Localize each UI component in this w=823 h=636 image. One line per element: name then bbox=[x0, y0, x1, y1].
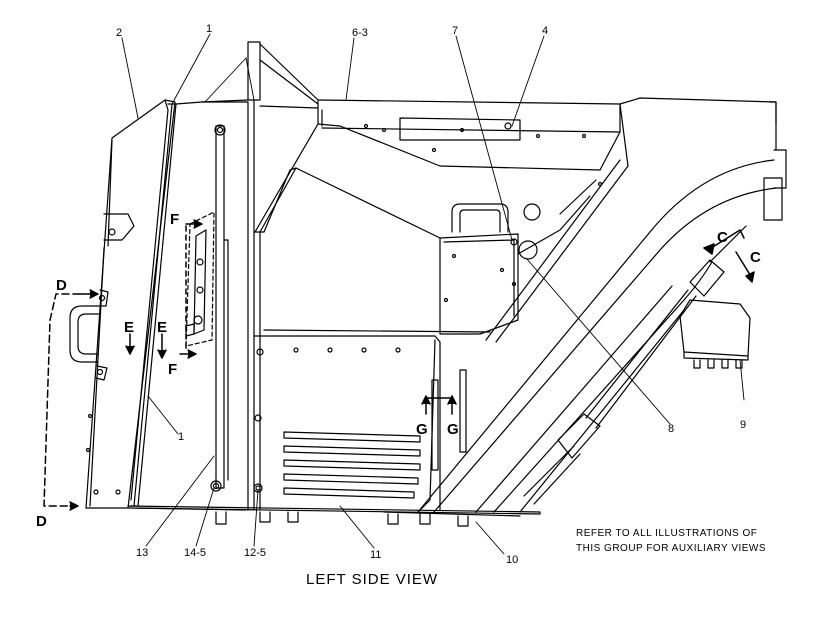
component-box-9 bbox=[679, 299, 751, 369]
cab-frame bbox=[127, 41, 541, 515]
hinge-bracket bbox=[185, 211, 215, 347]
callout-1-mid: 1 bbox=[178, 431, 184, 443]
callout-8: 8 bbox=[668, 423, 674, 435]
rops-tube bbox=[417, 101, 787, 513]
bottom-mounts bbox=[215, 511, 521, 527]
section-f-bottom: F bbox=[168, 361, 177, 378]
section-d-bottom: D bbox=[36, 513, 47, 530]
door-handle bbox=[69, 305, 101, 363]
callout-7: 7 bbox=[452, 25, 458, 37]
section-e-left: E bbox=[124, 319, 134, 336]
callout-14-5: 14-5 bbox=[184, 547, 206, 559]
callout-1-top: 1 bbox=[206, 23, 212, 35]
callout-13: 13 bbox=[136, 547, 148, 559]
lower-panel bbox=[253, 347, 467, 499]
section-g-left: G bbox=[416, 421, 428, 438]
callout-12-5: 12-5 bbox=[244, 547, 266, 559]
callout-9: 9 bbox=[740, 419, 746, 431]
callout-2: 2 bbox=[116, 27, 122, 39]
section-g-right: G bbox=[447, 421, 459, 438]
door-panel bbox=[85, 99, 176, 509]
view-title: LEFT SIDE VIEW bbox=[306, 571, 438, 588]
note-line-1: REFER TO ALL ILLUSTRATIONS OF bbox=[576, 528, 757, 539]
callout-11: 11 bbox=[370, 549, 381, 561]
callout-6-3: 6-3 bbox=[352, 27, 368, 39]
callout-10: 10 bbox=[506, 554, 518, 566]
section-d-top: D bbox=[56, 277, 67, 294]
section-e-right: E bbox=[157, 319, 167, 336]
section-c-right: C bbox=[750, 249, 761, 266]
section-c-left: C bbox=[717, 229, 728, 246]
note-line-2: THIS GROUP FOR AUXILIARY VIEWS bbox=[576, 543, 766, 554]
callout-4: 4 bbox=[542, 25, 548, 37]
section-f-top: F bbox=[170, 211, 179, 228]
console-box bbox=[439, 195, 591, 335]
lift-strut bbox=[210, 124, 229, 492]
grab-bar bbox=[523, 225, 747, 505]
section-lines bbox=[43, 219, 755, 511]
leader-lines bbox=[121, 33, 745, 555]
